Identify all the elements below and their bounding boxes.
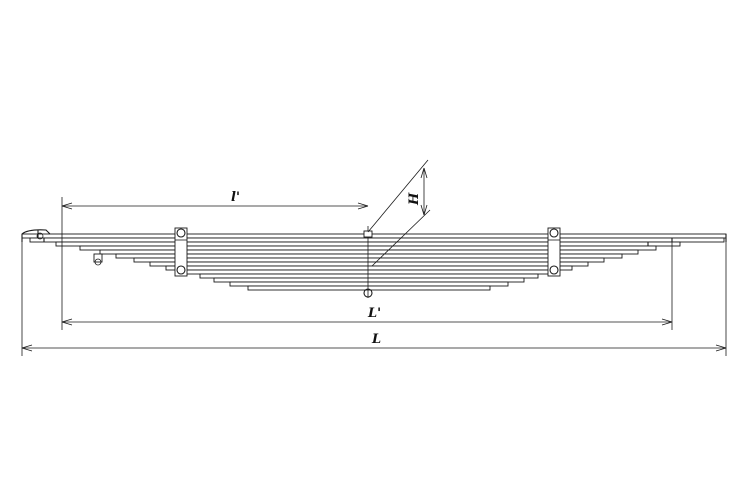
clamp-left bbox=[174, 227, 188, 277]
left-eye bbox=[21, 229, 51, 242]
clamp-right bbox=[547, 227, 561, 277]
leaf-14 bbox=[247, 285, 491, 291]
leaf-stack bbox=[21, 229, 727, 291]
leaf-8 bbox=[149, 261, 589, 267]
leaf-1-main bbox=[21, 233, 727, 239]
leaf-6 bbox=[115, 253, 623, 259]
leaf-9 bbox=[165, 265, 573, 271]
dimension-h bbox=[367, 159, 431, 267]
left-eye-bolt bbox=[36, 232, 44, 240]
rebound-clip-left-small bbox=[93, 253, 103, 263]
label-h: H bbox=[407, 192, 422, 206]
leaf-12 bbox=[213, 277, 525, 283]
leaf-2 bbox=[29, 237, 725, 243]
rebound-clip-left-small-bolt bbox=[94, 258, 102, 266]
leaf-13 bbox=[229, 281, 509, 287]
label-L-prime: L' bbox=[367, 306, 381, 321]
dimension-l-prime bbox=[61, 197, 369, 330]
label-l-prime: l' bbox=[231, 190, 240, 205]
dimension-L bbox=[21, 242, 727, 356]
dimension-L-prime bbox=[61, 238, 673, 330]
leaf-7 bbox=[133, 257, 605, 263]
leaf-10 bbox=[185, 269, 553, 275]
center-bolt bbox=[363, 226, 373, 298]
label-L: L bbox=[371, 332, 381, 347]
leaf-11 bbox=[199, 273, 539, 279]
